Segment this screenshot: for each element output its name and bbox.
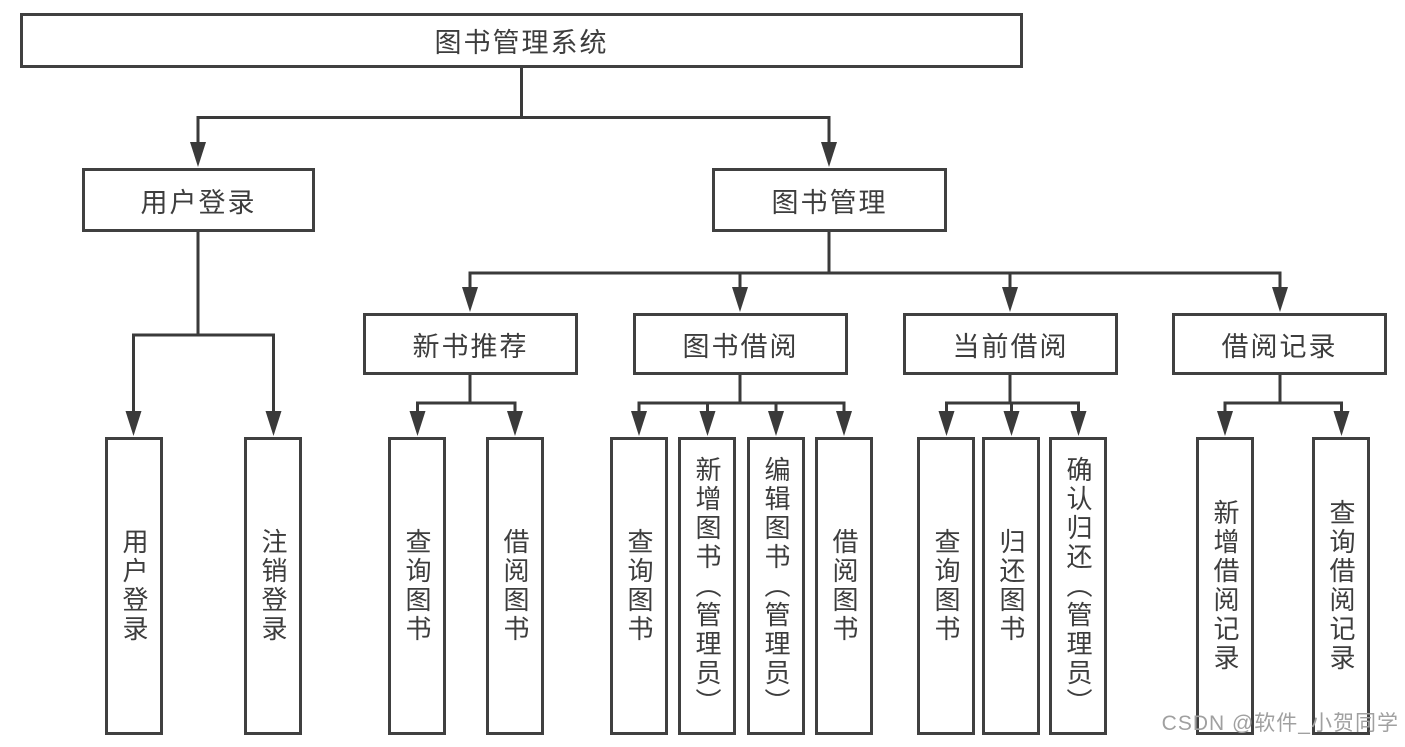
node-book-management: 图书管理 — [712, 168, 947, 232]
node-label: 当前借阅 — [952, 331, 1069, 362]
leaf-add-books-admin: 新增图书（管理员） — [678, 437, 736, 735]
leaf-label: 借阅图书 — [829, 528, 859, 644]
leaf-label: 编辑图书（管理员） — [761, 455, 791, 717]
node-user-login: 用户登录 — [82, 168, 315, 232]
node-current-borrow: 当前借阅 — [903, 313, 1118, 375]
leaf-logout: 注销登录 — [244, 437, 302, 735]
leaf-return-books: 归还图书 — [982, 437, 1040, 735]
leaf-confirm-return-admin: 确认归还（管理员） — [1049, 437, 1107, 735]
leaf-label: 查询借阅记录 — [1326, 499, 1356, 673]
leaf-query-borrow-record: 查询借阅记录 — [1312, 437, 1370, 735]
leaf-label: 归还图书 — [996, 528, 1026, 644]
leaf-label: 确认归还（管理员） — [1063, 455, 1093, 717]
node-library-management-system: 图书管理系统 — [20, 13, 1023, 68]
leaf-label: 注销登录 — [258, 528, 288, 644]
node-new-book-recommend: 新书推荐 — [363, 313, 578, 375]
leaf-label: 新增图书（管理员） — [692, 455, 722, 717]
leaf-label: 新增借阅记录 — [1210, 499, 1240, 673]
leaf-label: 用户登录 — [119, 528, 149, 644]
leaf-query-books-borrow: 查询图书 — [610, 437, 668, 735]
leaf-query-books-recommend: 查询图书 — [388, 437, 446, 735]
leaf-borrow-books: 借阅图书 — [815, 437, 873, 735]
node-borrow-records: 借阅记录 — [1172, 313, 1387, 375]
leaf-edit-books-admin: 编辑图书（管理员） — [747, 437, 805, 735]
leaf-user-login: 用户登录 — [105, 437, 163, 735]
leaf-label: 借阅图书 — [500, 528, 530, 644]
node-label: 用户登录 — [140, 187, 257, 218]
leaf-add-borrow-record: 新增借阅记录 — [1196, 437, 1254, 735]
node-label: 新书推荐 — [412, 331, 529, 362]
node-label: 图书借阅 — [682, 331, 799, 362]
node-label: 借阅记录 — [1221, 331, 1338, 362]
node-label: 图书管理 — [771, 187, 888, 218]
leaf-label: 查询图书 — [624, 528, 654, 644]
csdn-watermark: CSDN @软件_小贺同学 — [1161, 712, 1399, 735]
leaf-label: 查询图书 — [931, 528, 961, 644]
leaf-borrow-books-recommend: 借阅图书 — [486, 437, 544, 735]
node-label: 图书管理系统 — [434, 28, 609, 58]
leaf-query-books-current: 查询图书 — [917, 437, 975, 735]
node-book-borrow: 图书借阅 — [633, 313, 848, 375]
leaf-label: 查询图书 — [402, 528, 432, 644]
